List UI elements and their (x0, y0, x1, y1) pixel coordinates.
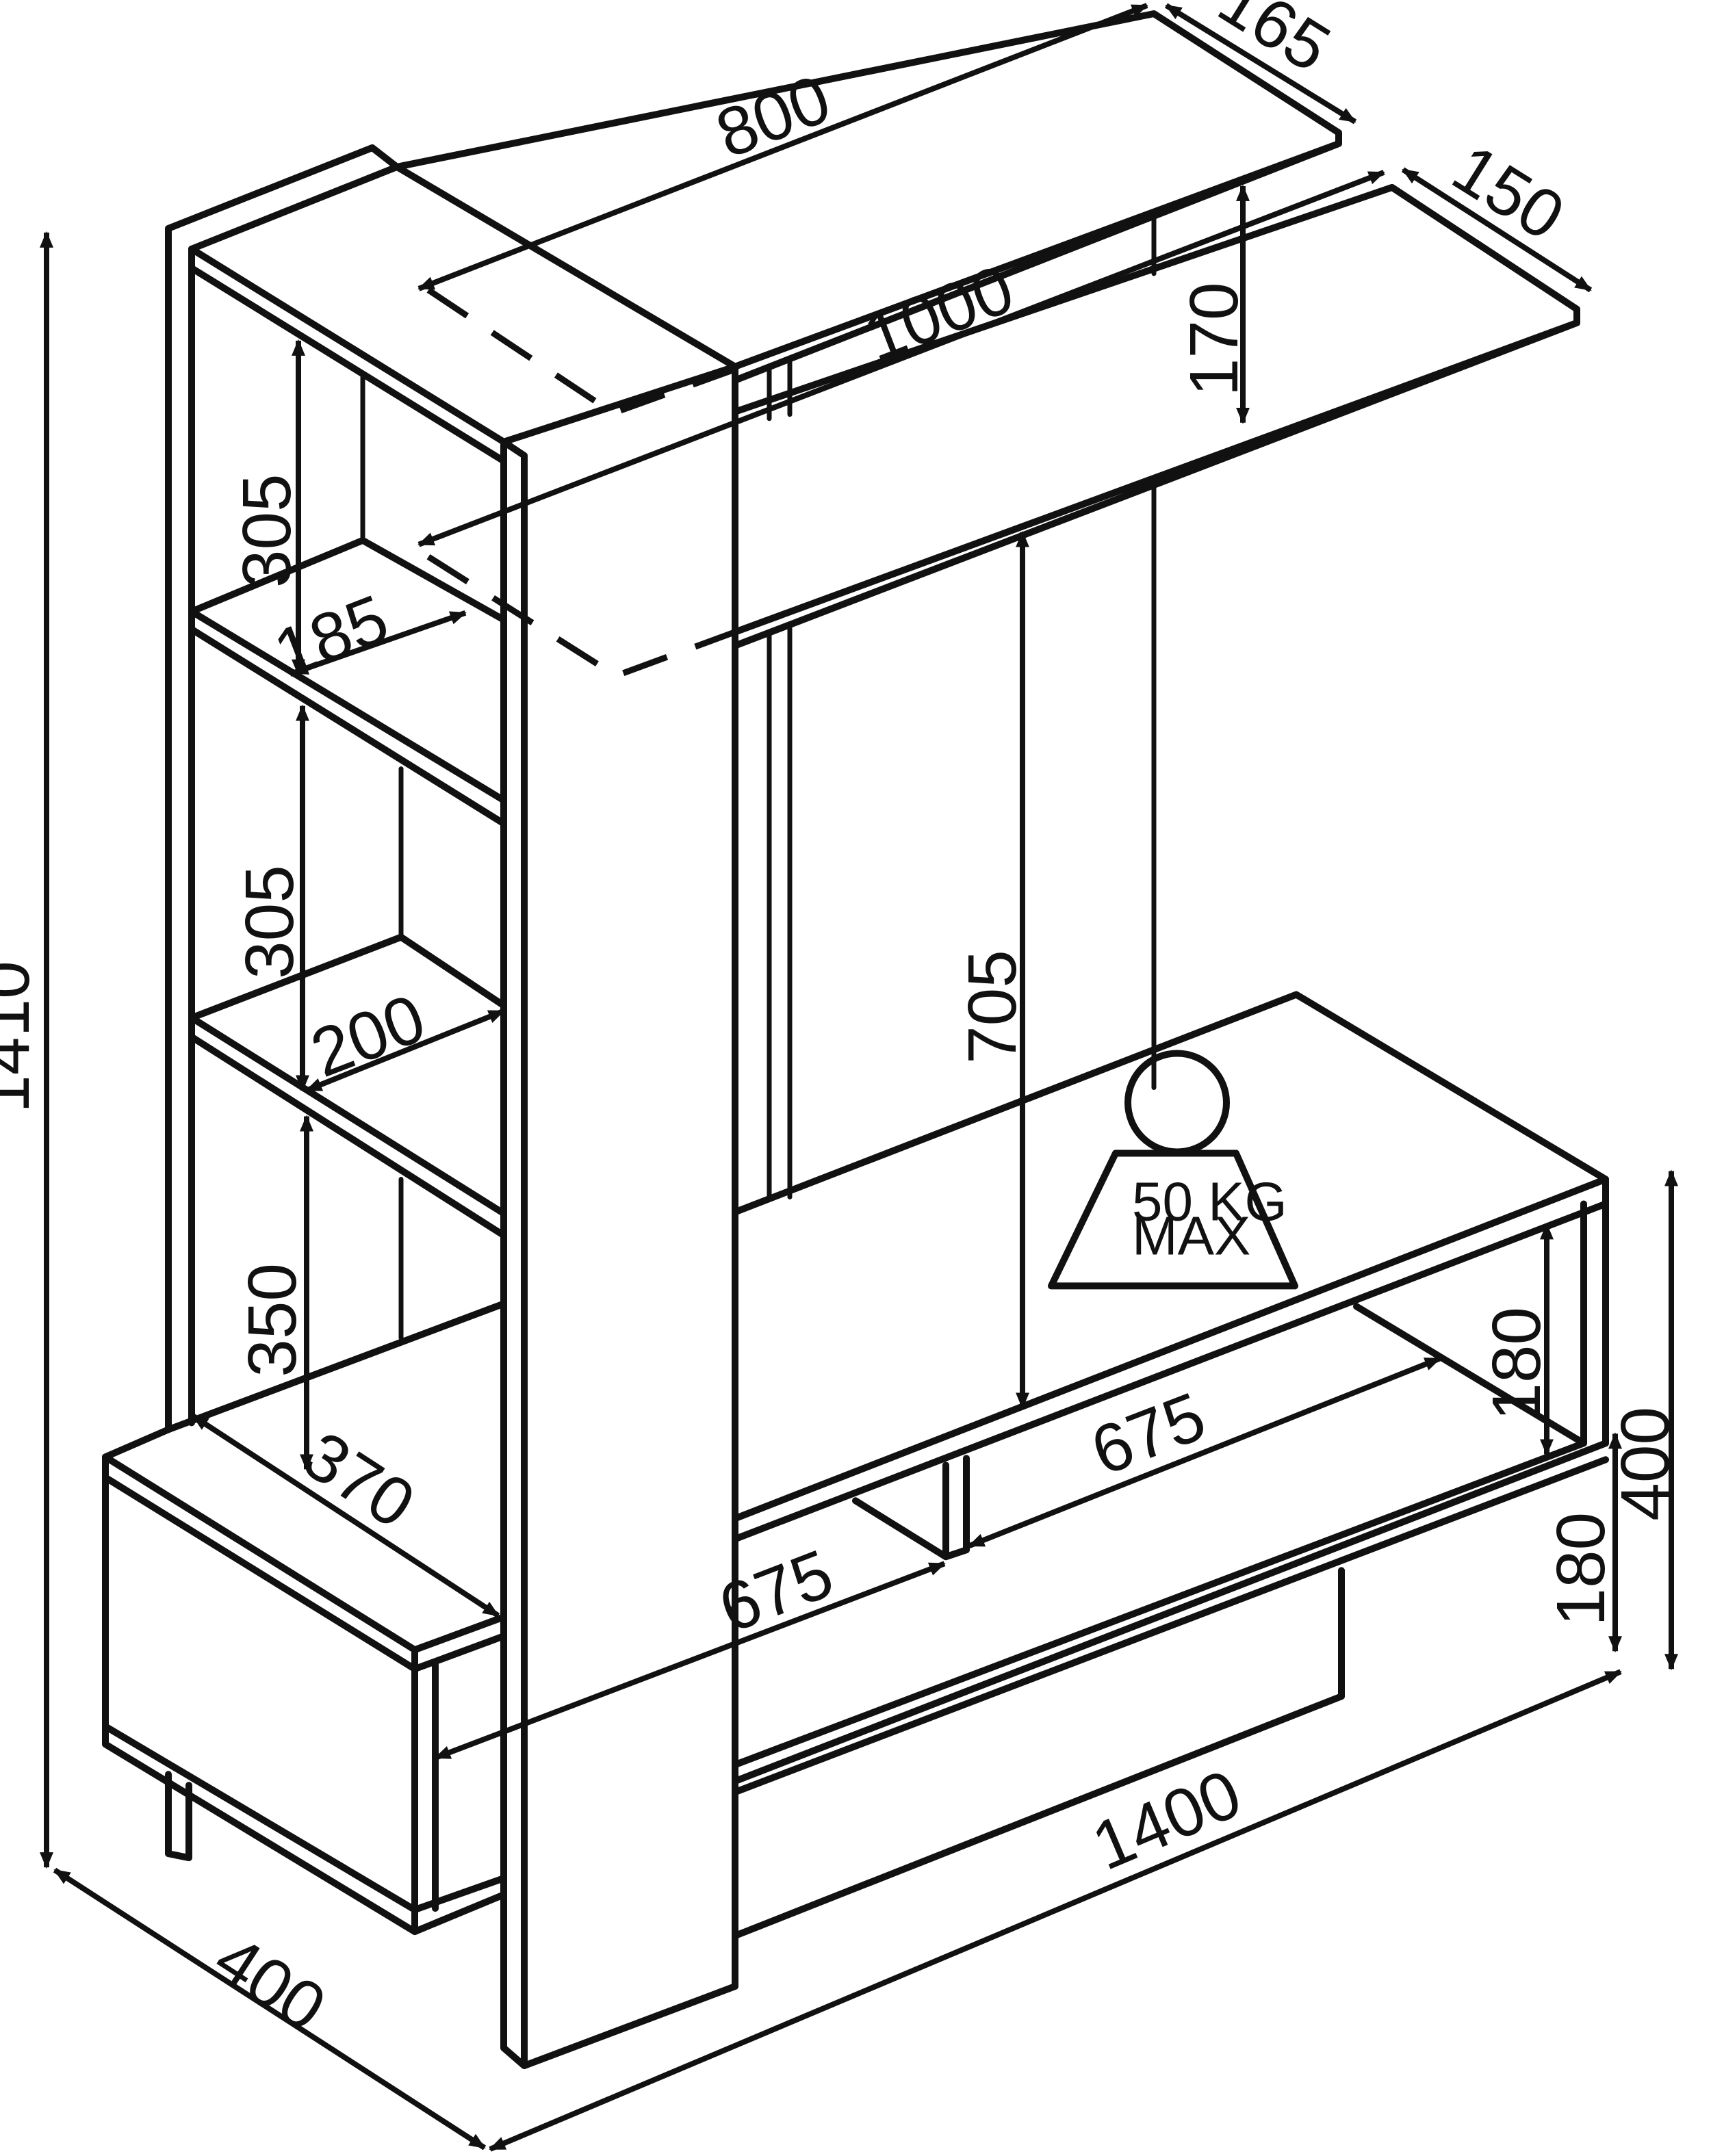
label-tv-lower: 180 (1543, 1512, 1619, 1626)
label-panel-height: 705 (954, 950, 1031, 1064)
left-shelf-1 (188, 536, 507, 827)
dim-line-total-depth (53, 1867, 487, 2151)
label-left-shelf-1-depth: 185 (264, 580, 398, 692)
label-left-shelf-2-height: 305 (231, 865, 308, 979)
dimension-labels: 800 165 1000 150 170 305 185 305 200 350… (0, 0, 1684, 2047)
left-shelf-3 (165, 1300, 507, 1433)
left-shelf-2 (188, 933, 507, 1239)
tv-lower-compartment (732, 1567, 1345, 1940)
label-top-shelf-length: 800 (706, 60, 840, 172)
weight-limit-line1: 50 KG (1132, 1171, 1287, 1232)
dim-line-left-shelf-1-depth (292, 610, 467, 676)
dim-line-left-shelf-2-depth (305, 1008, 505, 1093)
dim-line-total-width (489, 1669, 1622, 2152)
label-cabinet-depth: 370 (290, 1416, 428, 1543)
dim-line-middle-shelf-depth (1401, 167, 1593, 293)
tv-unit-divider (852, 1455, 970, 1561)
cabinet-feet (165, 1771, 192, 1862)
tv-unit (732, 991, 1609, 1796)
side-cabinet (102, 1426, 507, 1936)
dim-line-middle-shelf-length (417, 170, 1385, 547)
label-tv-unit-height: 400 (1607, 1407, 1684, 1521)
front-divider-panel (500, 363, 738, 2070)
left-inner-verticals (360, 374, 404, 1340)
dimension-lines (40, 3, 1678, 2152)
label-total-depth: 400 (201, 1920, 339, 2047)
label-left-shelf-3-height: 350 (234, 1263, 311, 1377)
left-back-post (165, 144, 400, 1433)
dim-line-compartment-right (968, 1355, 1441, 1548)
weight-ball-icon (1124, 1050, 1230, 1156)
label-tv-upper: 180 (1478, 1307, 1555, 1421)
label-left-shelf-1-height: 305 (229, 473, 305, 588)
dim-line-top-shelf-depth (1164, 3, 1357, 125)
label-compartment-left: 675 (709, 1535, 843, 1647)
label-shelf-gap: 170 (1176, 282, 1252, 396)
weight-limit-line2: MAX (1132, 1205, 1250, 1266)
label-middle-shelf-length: 1000 (854, 250, 1024, 376)
label-left-shelf-2-depth: 200 (301, 980, 435, 1092)
weight-limit-icon: 50 KG MAX (1048, 1050, 1298, 1290)
label-total-height: 1410 (0, 961, 44, 1113)
weight-base-icon (1048, 1150, 1298, 1290)
